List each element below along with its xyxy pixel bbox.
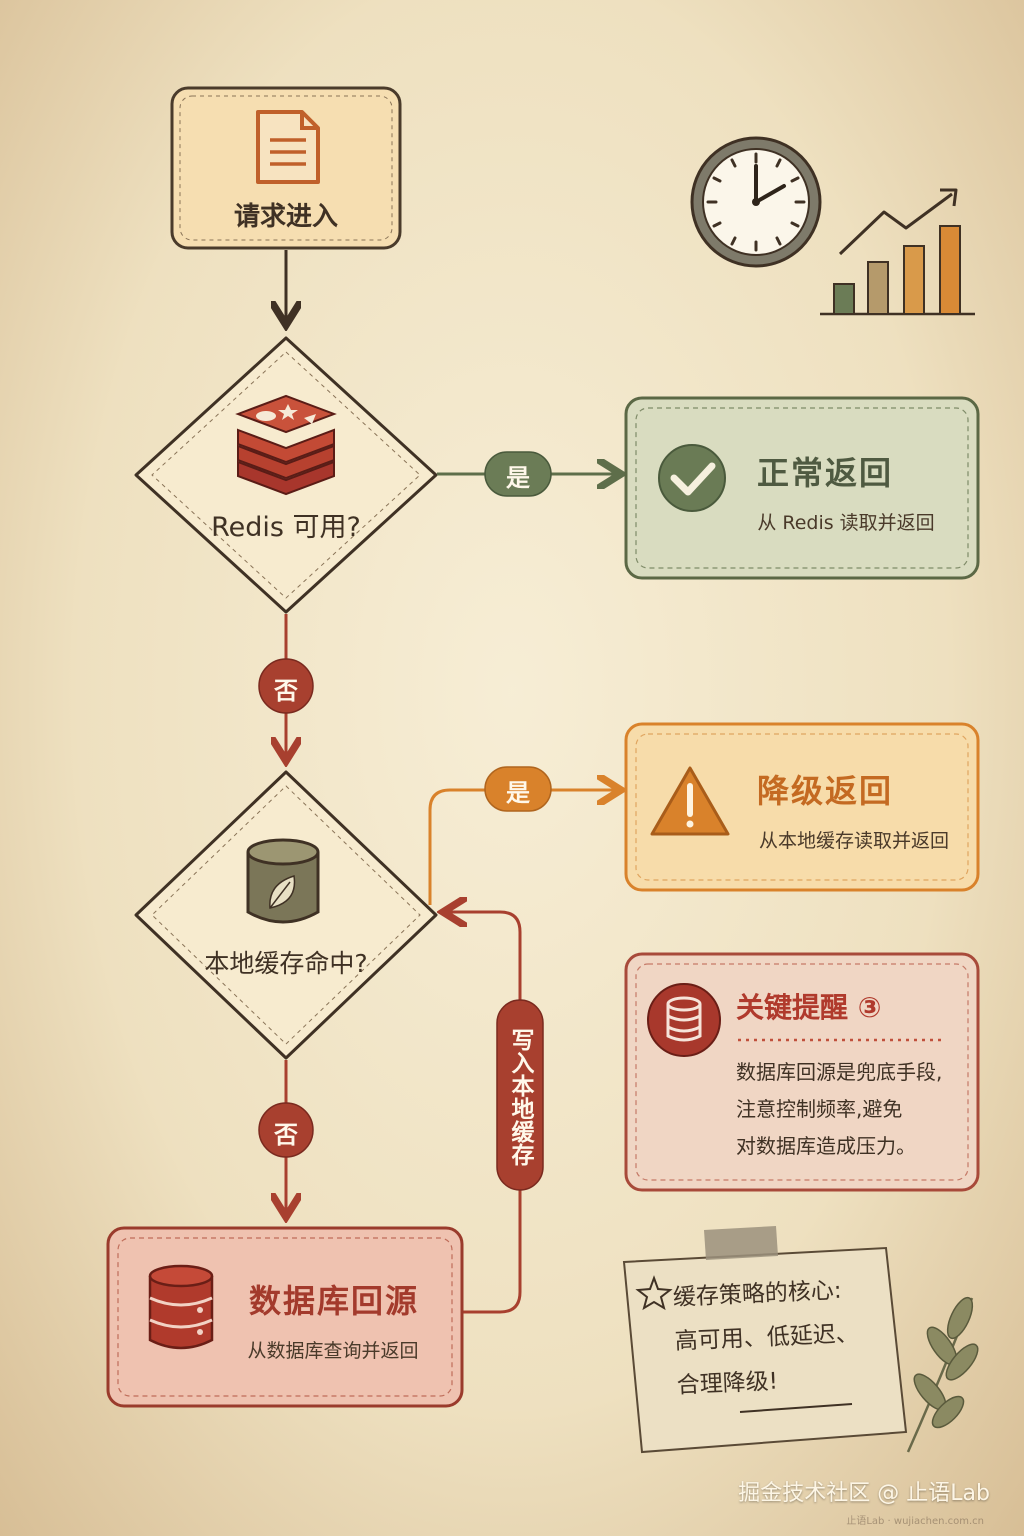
badge-redis-yes [484, 451, 552, 497]
tape [704, 1226, 778, 1260]
redis-yes-label: 是 [506, 464, 530, 492]
clock-icon [690, 136, 822, 268]
edge-local-yes [428, 790, 618, 905]
normal-return-title: 正常返回 [756, 454, 893, 492]
key-note-card [624, 952, 980, 1192]
sticky-line: 高可用、低延迟、 [674, 1320, 860, 1355]
redis-decision [134, 336, 438, 614]
sticky-line: 合理降级! [676, 1368, 779, 1399]
key-note-line: 数据库回源是兜底手段, [736, 1060, 943, 1084]
sticky-note-body: 缓存策略的核心: 高可用、低延迟、 合理降级! [672, 1267, 888, 1408]
db-source-node [106, 1226, 464, 1408]
footer-watermark: 止语Lab · wujiachen.com.cn [846, 1516, 984, 1527]
key-note-body: 数据库回源是兜底手段, 注意控制频率,避免 对数据库造成压力。 [736, 1054, 966, 1165]
check-icon [658, 444, 726, 512]
badge-redis-no [258, 658, 314, 714]
normal-return-desc: 从 Redis 读取并返回 [757, 512, 935, 534]
badge-local-yes [484, 766, 552, 812]
database-badge-icon [647, 983, 721, 1057]
start-label: 请求进入 [233, 202, 338, 232]
leaf-branch-icon [906, 1296, 979, 1453]
db-source-desc: 从数据库查询并返回 [247, 1340, 419, 1362]
degrade-return-title: 降级返回 [756, 772, 893, 810]
local-cache-decision [134, 770, 438, 1060]
local-yes-label: 是 [506, 779, 530, 807]
degrade-return-node [624, 722, 980, 892]
star-icon [635, 1275, 673, 1311]
degrade-return-desc: 从本地缓存读取并返回 [758, 830, 949, 852]
key-note-line: 对数据库造成压力。 [736, 1134, 916, 1158]
redis-decision-label: Redis 可用? [211, 512, 361, 543]
redis-icon [235, 394, 337, 496]
sticky-note [622, 1226, 908, 1454]
badge-write-back [496, 999, 544, 1191]
key-note-line: 注意控制频率,避免 [736, 1097, 903, 1121]
db-source-title: 数据库回源 [248, 1282, 419, 1320]
start-node [170, 86, 402, 250]
badge-local-no [258, 1102, 314, 1158]
leaf-cylinder-icon [246, 838, 320, 924]
growth-chart-icon [820, 188, 975, 316]
local-cache-decision-label: 本地缓存命中? [204, 949, 368, 978]
footer-credit: 掘金技术社区 @ 止语Lab [738, 1481, 990, 1506]
redis-no-label: 否 [274, 677, 298, 705]
database-icon [148, 1264, 214, 1350]
local-no-label: 否 [274, 1121, 298, 1149]
warning-icon [650, 766, 730, 836]
key-note-title: 关键提醒 ③ [736, 991, 882, 1024]
write-back-label: 写入本地缓存 [507, 1028, 533, 1166]
normal-return-node [624, 396, 980, 580]
document-icon [256, 110, 320, 184]
